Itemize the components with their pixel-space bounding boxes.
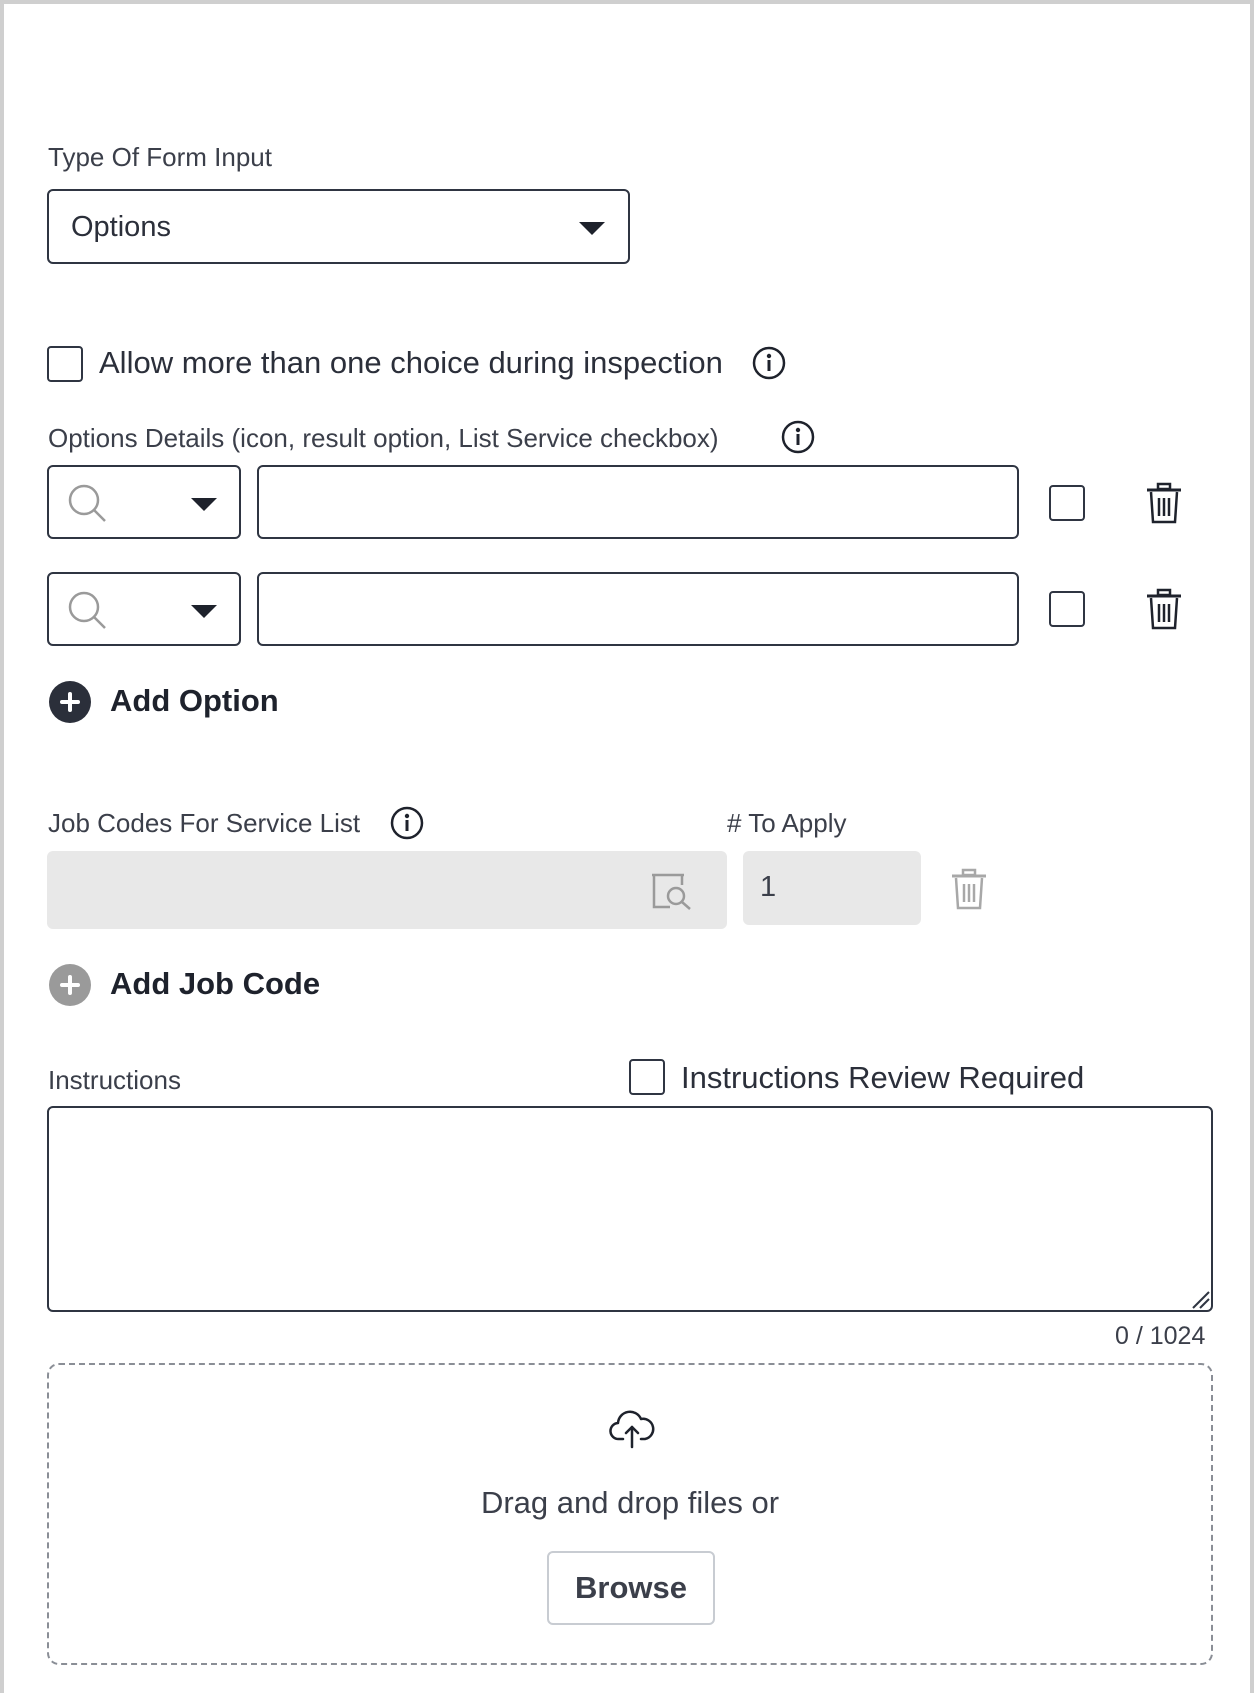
option-icon-select[interactable] xyxy=(47,572,241,646)
chevron-down-icon xyxy=(579,222,605,235)
add-option-label: Add Option xyxy=(110,683,279,718)
file-dropzone[interactable]: Drag and drop files or Browse xyxy=(47,1363,1213,1665)
add-option-button[interactable]: Add Option xyxy=(49,680,349,724)
job-codes-lookup-field xyxy=(47,851,727,929)
multi-choice-label: Allow more than one choice during inspec… xyxy=(99,345,723,380)
options-details-label: Options Details (icon, result option, Li… xyxy=(48,423,719,453)
instructions-label: Instructions xyxy=(48,1065,181,1095)
option-icon-select[interactable] xyxy=(47,465,241,539)
browse-button[interactable]: Browse xyxy=(547,1551,715,1625)
option-text-input[interactable] xyxy=(257,572,1019,646)
form-input-type-label: Type Of Form Input xyxy=(48,142,272,172)
instructions-review-checkbox[interactable] xyxy=(629,1059,665,1095)
resize-handle-icon[interactable] xyxy=(1191,1290,1211,1310)
form-input-type-select[interactable]: Options xyxy=(47,189,630,264)
search-icon xyxy=(68,591,106,629)
search-icon xyxy=(68,484,106,522)
chevron-down-icon xyxy=(191,605,217,618)
instructions-textarea[interactable] xyxy=(47,1106,1213,1312)
info-icon[interactable] xyxy=(390,806,424,840)
add-job-code-label: Add Job Code xyxy=(110,966,321,1001)
cloud-upload-icon xyxy=(609,1410,655,1449)
apply-count-value: 1 xyxy=(760,871,777,903)
plus-circle-icon xyxy=(49,964,91,1006)
trash-icon xyxy=(952,868,986,910)
option-text-input[interactable] xyxy=(257,465,1019,539)
apply-count-input: 1 xyxy=(743,851,921,925)
dropzone-prompt: Drag and drop files or xyxy=(480,1485,780,1520)
instructions-review-label: Instructions Review Required xyxy=(681,1060,1085,1095)
list-service-checkbox[interactable] xyxy=(1049,591,1085,627)
list-service-checkbox[interactable] xyxy=(1049,485,1085,521)
trash-icon[interactable] xyxy=(1145,482,1183,524)
info-icon[interactable] xyxy=(781,420,815,454)
chevron-down-icon xyxy=(191,498,217,511)
multi-choice-checkbox[interactable] xyxy=(47,346,83,382)
character-counter: 0 / 1024 xyxy=(1115,1322,1206,1350)
job-codes-label: Job Codes For Service List xyxy=(48,808,361,838)
form-input-type-value: Options xyxy=(71,211,171,243)
search-list-icon xyxy=(652,873,691,910)
trash-icon[interactable] xyxy=(1145,588,1183,630)
apply-count-label: # To Apply xyxy=(727,808,847,838)
add-job-code-button[interactable]: Add Job Code xyxy=(49,963,389,1007)
plus-circle-icon xyxy=(49,681,91,723)
info-icon[interactable] xyxy=(752,346,786,380)
